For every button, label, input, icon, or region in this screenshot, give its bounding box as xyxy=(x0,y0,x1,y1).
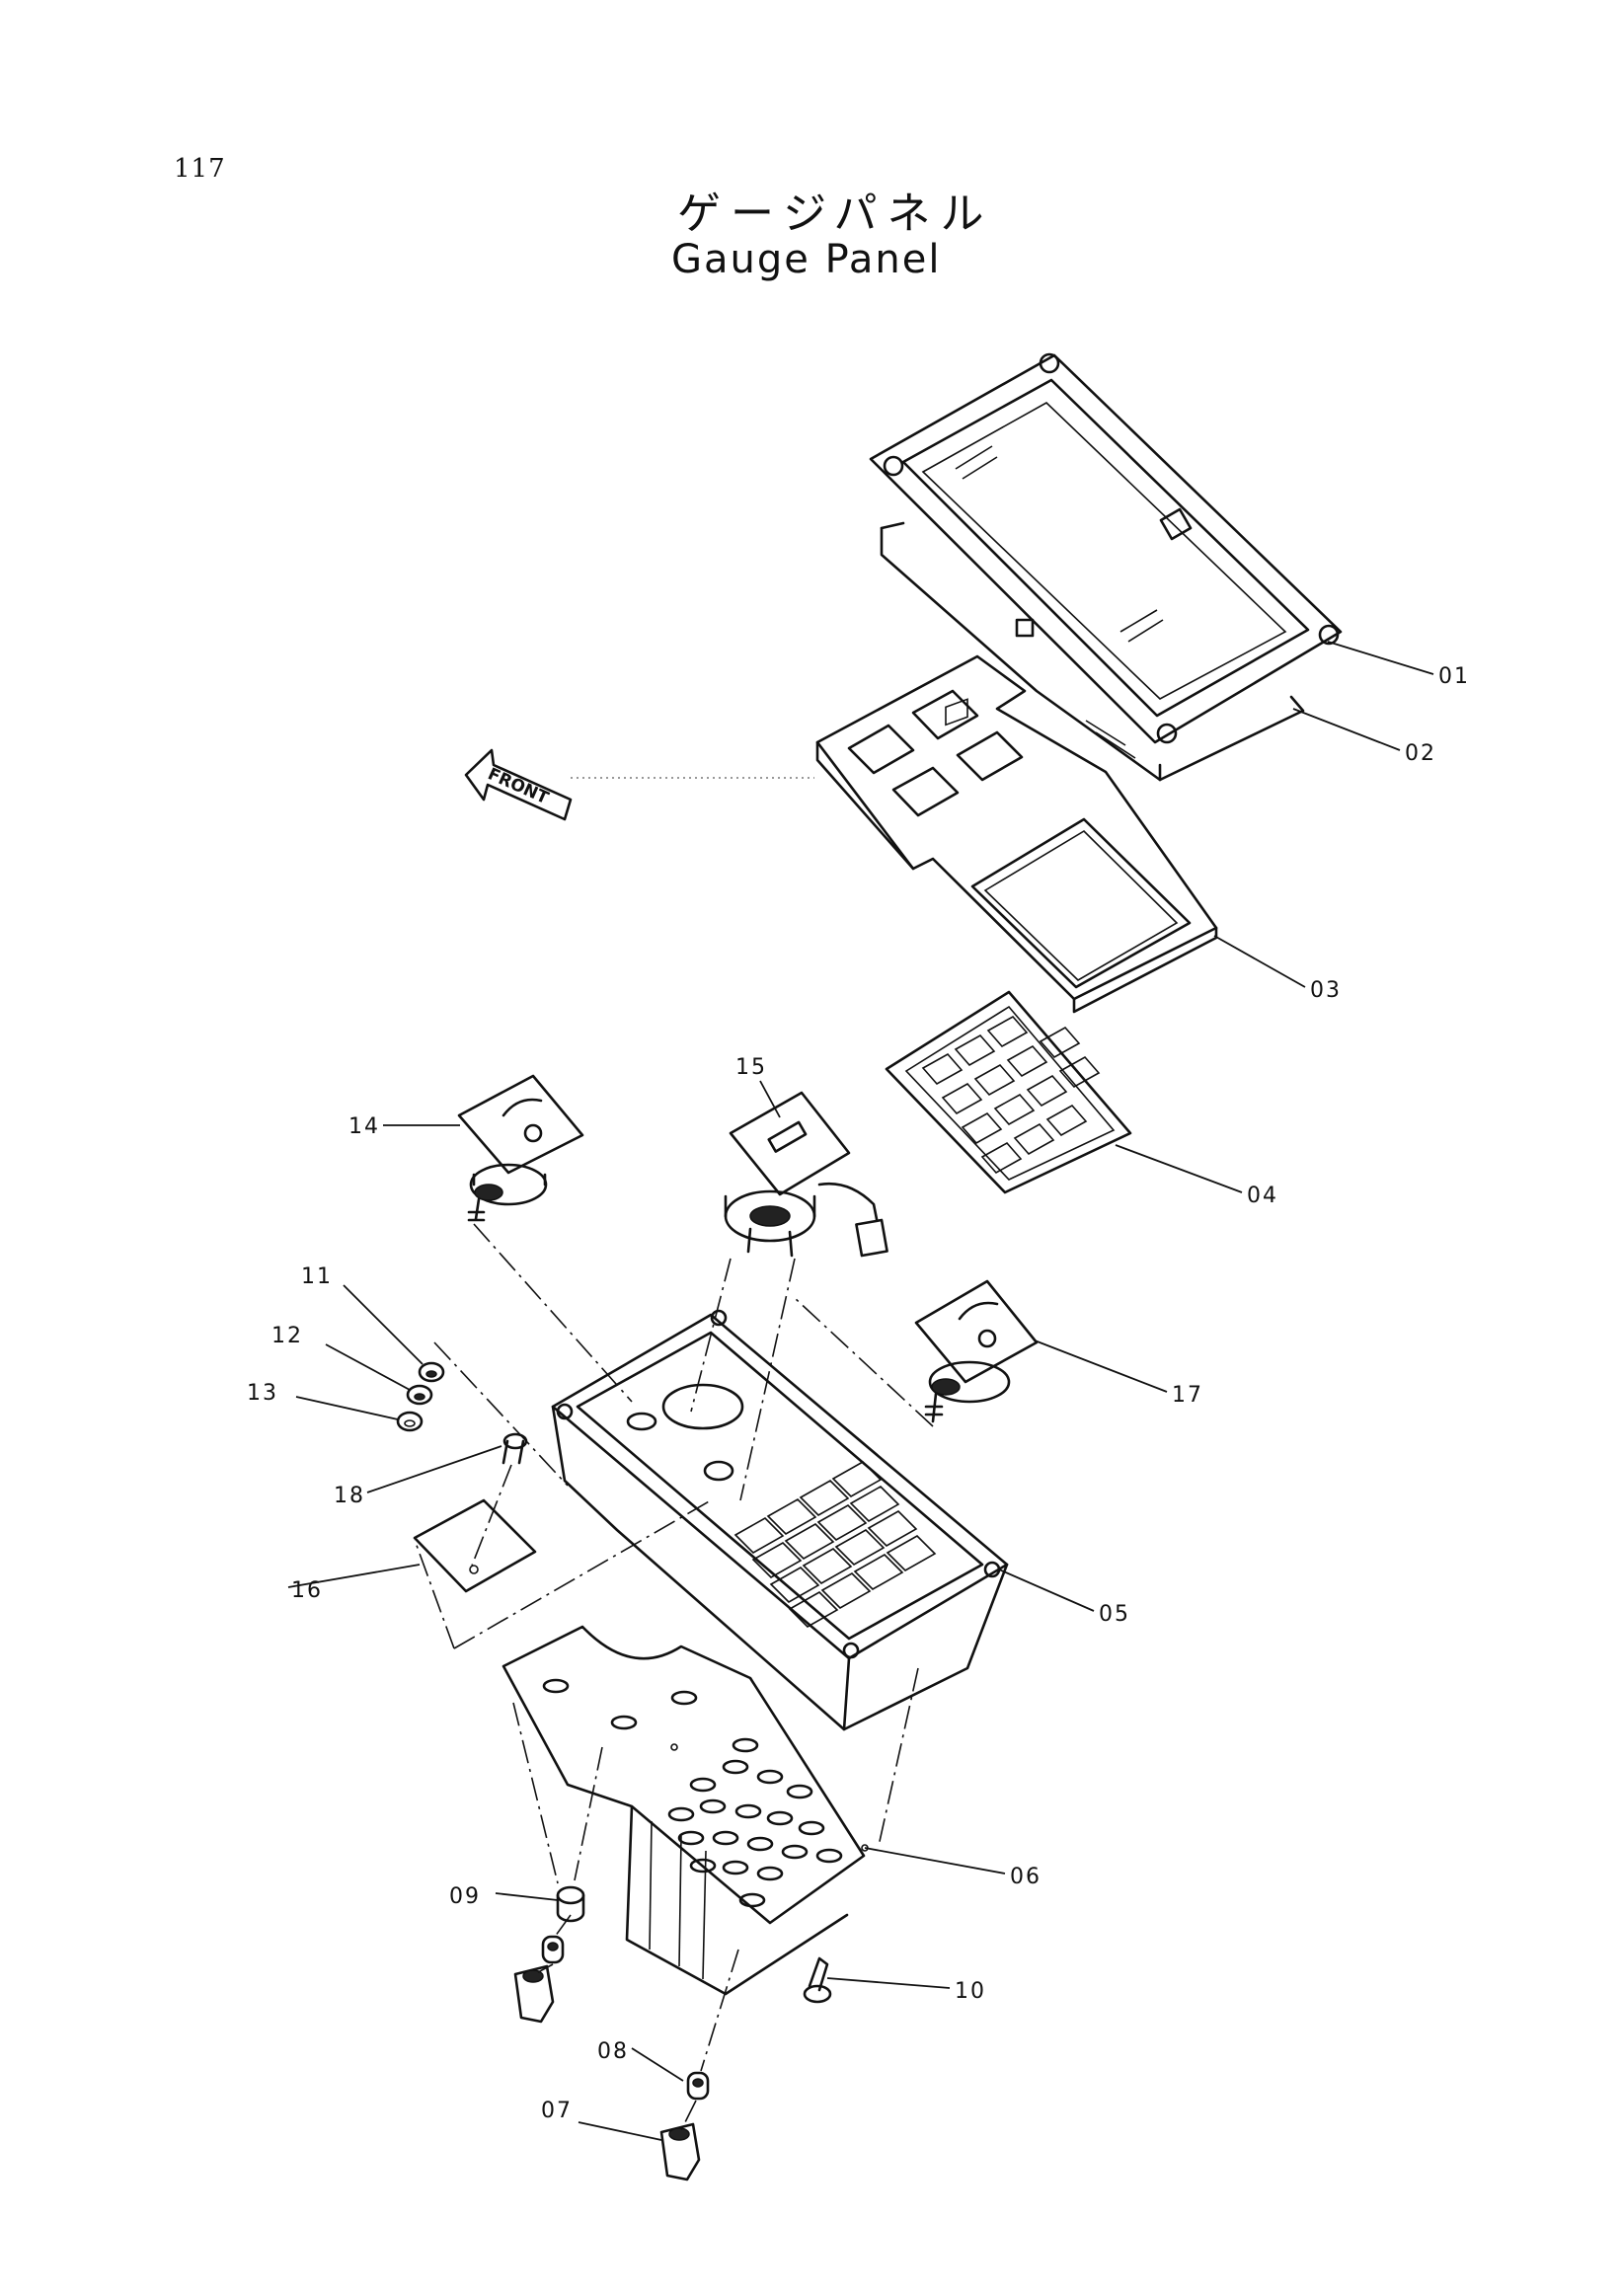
label-02: 02 xyxy=(1405,741,1436,766)
label-18: 18 xyxy=(334,1484,365,1508)
front-arrow: FRONT xyxy=(464,748,573,821)
part-07-socket xyxy=(513,1964,701,2181)
label-07: 07 xyxy=(541,2099,573,2123)
part-01-bezel xyxy=(869,352,1343,744)
label-04: 04 xyxy=(1247,1184,1278,1208)
part-11-nut xyxy=(418,1361,445,1383)
label-12: 12 xyxy=(271,1324,303,1348)
part-15-gauge xyxy=(724,1091,888,1258)
part-14-gauge xyxy=(457,1074,584,1222)
front-arrow-label: FRONT xyxy=(485,764,552,808)
part-02-case xyxy=(880,521,1305,782)
label-03: 03 xyxy=(1310,978,1342,1003)
title-japanese: ゲージパネル xyxy=(677,189,994,239)
part-03-lens-holder xyxy=(815,654,1218,1014)
part-05-housing xyxy=(551,1309,1009,1731)
label-15: 15 xyxy=(735,1055,767,1080)
label-14: 14 xyxy=(348,1114,380,1139)
part-16-cover-plate xyxy=(413,1498,537,1593)
part-12-washer xyxy=(406,1384,433,1406)
part-10-screw xyxy=(803,1956,832,2004)
label-13: 13 xyxy=(247,1381,278,1406)
assembly-lines xyxy=(414,1223,934,2131)
label-11: 11 xyxy=(301,1264,333,1289)
label-06: 06 xyxy=(1010,1865,1041,1889)
label-17: 17 xyxy=(1172,1383,1203,1408)
title-english: Gauge Panel xyxy=(671,237,942,282)
label-08: 08 xyxy=(597,2039,629,2064)
part-04-indicator-sheet xyxy=(885,698,1132,1194)
leader-lines xyxy=(287,641,1434,2141)
part-13-nut xyxy=(396,1411,424,1432)
label-01: 01 xyxy=(1438,664,1470,689)
label-09: 09 xyxy=(449,1884,481,1909)
part-06-circuit-board xyxy=(501,1625,869,1996)
label-16: 16 xyxy=(291,1578,323,1603)
label-10: 10 xyxy=(955,1979,986,2004)
part-08-bulb xyxy=(541,1935,710,2101)
page-number: 117 xyxy=(174,154,226,184)
part-09-spacer xyxy=(556,1885,585,1923)
part-17-gauge xyxy=(914,1279,1039,1423)
label-05: 05 xyxy=(1099,1602,1130,1627)
part-labels: 01 02 03 04 05 06 07 08 09 10 11 12 13 1… xyxy=(247,664,1470,2123)
